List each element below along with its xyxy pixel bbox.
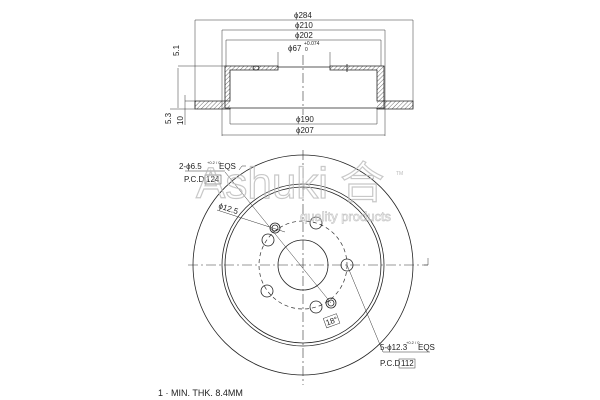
dim-inner-bottom-diameter: ϕ190	[296, 115, 314, 124]
dim-center-diameter: ϕ67	[288, 44, 302, 53]
bolt-holes-pcd: 112	[401, 359, 414, 368]
bolt-holes-tolerance: +0.2 / 0	[406, 340, 420, 345]
small-holes-pcd: 124	[206, 175, 220, 184]
dim-center-tol-lower: 0	[305, 47, 308, 53]
dim-lines	[170, 19, 414, 136]
dim-hat-thickness: 5.1	[172, 44, 181, 56]
side-view: ϕ284 ϕ210 ϕ202 ϕ67 +0.074 0 ϕ190 ϕ207 5.…	[164, 11, 414, 136]
dim-hat-bottom-diameter: ϕ207	[296, 126, 314, 135]
disc-profile	[194, 65, 279, 110]
bolt-holes-pcd-label: P.C.D	[380, 359, 401, 368]
small-holes-eqs: EQS	[219, 162, 236, 171]
dim-outer-diameter: ϕ284	[294, 11, 312, 20]
small-holes-pcd-label: P.C.D	[184, 175, 205, 184]
watermark-brand: Ashuki 合	[196, 159, 384, 208]
watermark-tagline: quality products	[300, 209, 392, 224]
dim-flange-offset: 5.3	[164, 112, 173, 124]
dim-hat-inner-diameter: ϕ202	[295, 31, 313, 40]
bolt-holes-callout: 5-ϕ12.3	[380, 343, 408, 352]
bolt-holes-eqs: EQS	[418, 343, 435, 352]
watermark-tm: TM	[396, 171, 403, 177]
watermark-logo: Ashuki 合 quality products TM	[195, 158, 403, 224]
front-view: 2-ϕ6.5 +0.2 / 0 EQS P.C.D 124 ϕ12.5 18° …	[179, 150, 435, 385]
angle-box: 18°	[325, 315, 339, 328]
min-thickness-note: 1 · MIN. THK. 8.4MM	[158, 388, 243, 398]
small-holes-tolerance: +0.2 / 0	[207, 160, 221, 165]
dim-center-tol-upper: +0.074	[304, 41, 320, 47]
small-holes-callout: 2-ϕ6.5	[179, 162, 202, 171]
dim-disc-thickness: 10	[176, 116, 185, 125]
dim-hat-outer-diameter: ϕ210	[295, 21, 313, 30]
